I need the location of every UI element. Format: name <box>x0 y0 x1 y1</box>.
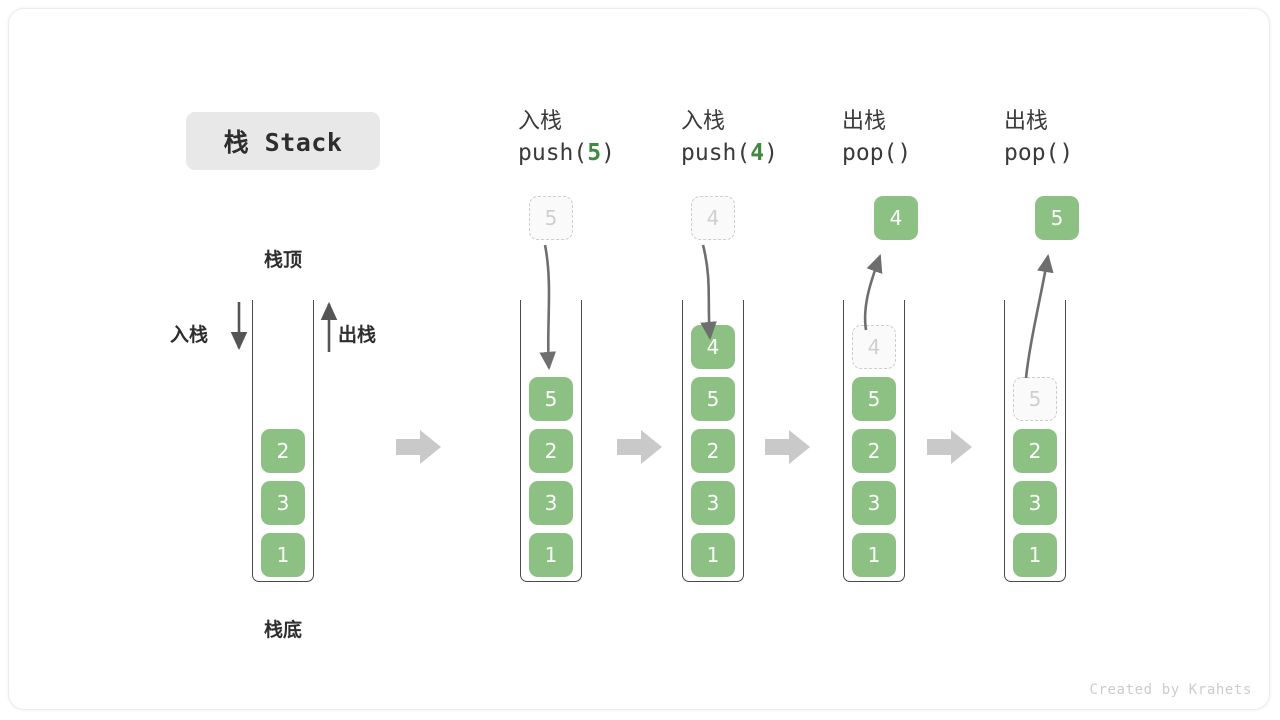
panel-code-label: pop() <box>1004 137 1073 170</box>
code-suffix: ) <box>897 140 912 167</box>
stack-container-initial <box>252 300 314 582</box>
code-suffix: ) <box>764 140 778 167</box>
code-prefix: push( <box>681 140 751 167</box>
stack-element: 2 <box>529 429 573 473</box>
stack-container-step-4 <box>1004 300 1066 582</box>
panel-header-3: 出栈 pop() <box>842 106 911 170</box>
panel-header-4: 出栈 pop() <box>1004 106 1073 170</box>
panel-code-label: push(4) <box>681 137 778 170</box>
stack-element: 4 <box>691 325 735 369</box>
panel-code-label: push(5) <box>518 137 615 170</box>
code-suffix: ) <box>1059 140 1074 167</box>
code-argument: 5 <box>587 140 602 167</box>
stack-element: 2 <box>852 429 896 473</box>
stack-top-label: 栈顶 <box>263 249 302 271</box>
stack-element: 3 <box>261 481 305 525</box>
credit-text: Created by Krahets <box>1089 682 1252 698</box>
stack-element: 1 <box>852 533 896 577</box>
incoming-element-ghost: 4 <box>691 196 735 240</box>
incoming-element-ghost: 5 <box>529 196 573 240</box>
panel-operation-label: 出栈 <box>842 109 887 134</box>
stack-element: 5 <box>529 377 573 421</box>
stack-element: 5 <box>852 377 896 421</box>
stack-element: 1 <box>261 533 305 577</box>
code-prefix: push( <box>518 140 588 167</box>
code-prefix: pop( <box>1004 140 1060 167</box>
stack-element: 3 <box>691 481 735 525</box>
stack-element: 3 <box>852 481 896 525</box>
stack-container-step-2 <box>682 300 744 582</box>
stack-element: 5 <box>691 377 735 421</box>
code-argument: 4 <box>750 140 765 167</box>
panel-operation-label: 出栈 <box>1004 109 1049 134</box>
stack-element-ghost: 4 <box>852 325 896 369</box>
panel-header-2: 入栈 push(4) <box>681 106 778 170</box>
arrow-right-icon <box>927 427 973 467</box>
arrow-right-icon <box>396 427 442 467</box>
stack-element: 1 <box>1013 533 1057 577</box>
stack-element: 2 <box>1013 429 1057 473</box>
push-direction-label: 入栈 <box>170 324 209 346</box>
stack-element: 3 <box>529 481 573 525</box>
stack-element: 3 <box>1013 481 1057 525</box>
code-suffix: ) <box>601 140 615 167</box>
pop-direction-label: 出栈 <box>338 324 377 346</box>
arrow-right-icon <box>765 427 811 467</box>
panel-header-1: 入栈 push(5) <box>518 106 615 170</box>
arrow-right-icon <box>617 427 663 467</box>
panel-operation-label: 入栈 <box>681 109 726 134</box>
code-prefix: pop( <box>842 140 898 167</box>
page-title: 栈 Stack <box>186 112 380 170</box>
panel-code-label: pop() <box>842 137 911 170</box>
stack-element: 1 <box>529 533 573 577</box>
stack-element: 2 <box>691 429 735 473</box>
panel-operation-label: 入栈 <box>518 109 563 134</box>
popped-element: 5 <box>1035 196 1079 240</box>
stack-element: 1 <box>691 533 735 577</box>
stack-bottom-label: 栈底 <box>263 619 302 641</box>
popped-element: 4 <box>874 196 918 240</box>
stack-element-ghost: 5 <box>1013 377 1057 421</box>
stack-element: 2 <box>261 429 305 473</box>
stack-container-step-3 <box>843 300 905 582</box>
stack-container-step-1 <box>520 300 582 582</box>
